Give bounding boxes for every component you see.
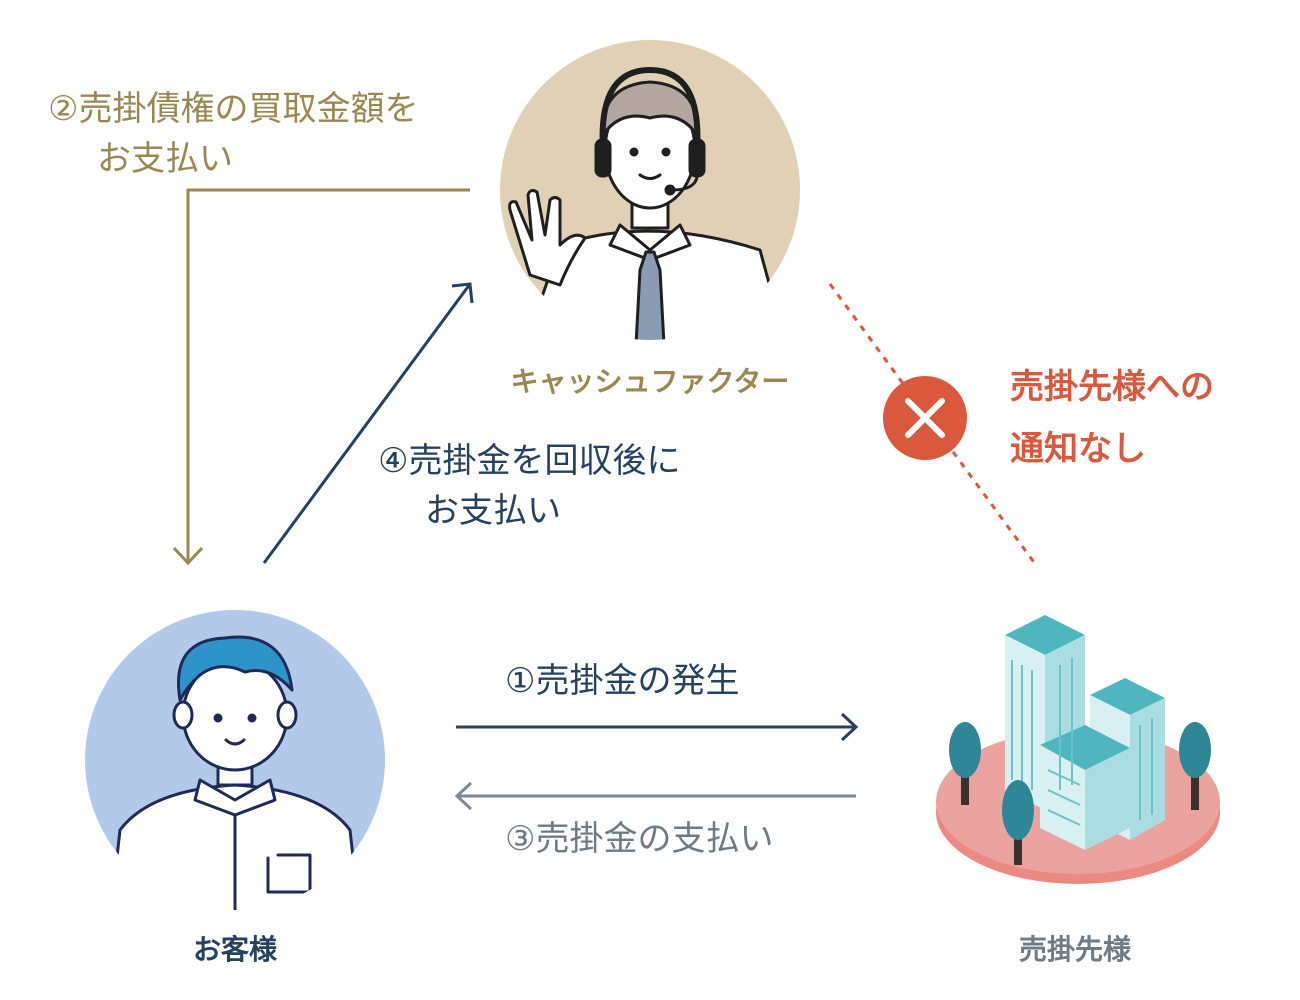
step1-label: ①売掛金の発生	[505, 661, 740, 701]
customer-caption: お客様	[192, 933, 277, 966]
buyer-buildings	[936, 615, 1220, 884]
customer-avatar	[85, 610, 385, 910]
step3-label: ③売掛金の支払い	[505, 819, 774, 859]
buyer-caption: 売掛先様	[1018, 933, 1131, 966]
notice-label-line1: 売掛先様への	[1010, 367, 1214, 407]
cash-factor-avatar	[500, 40, 800, 340]
arrow-step4	[262, 282, 474, 564]
notice-label-line2: 通知なし	[1010, 429, 1146, 469]
arrow-step2	[172, 188, 470, 566]
step2-label-line2: お支払い	[97, 139, 233, 179]
step2-label-line1: ②売掛債権の買取金額を	[48, 89, 419, 129]
cross-icon	[883, 376, 967, 460]
step4-label-line1: ④売掛金を回収後に	[378, 441, 681, 481]
arrow-step3	[454, 781, 856, 811]
arrow-step1	[456, 712, 859, 742]
step4-label-line2: お支払い	[425, 491, 561, 531]
factor-caption: キャッシュファクター	[510, 365, 790, 398]
